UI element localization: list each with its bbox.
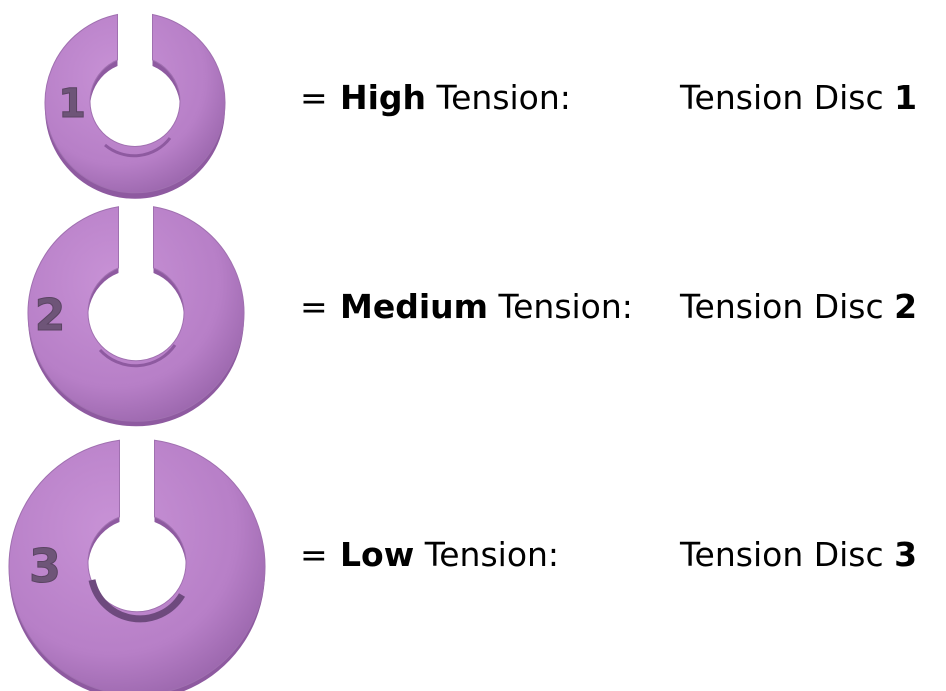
- tension-disc-1: 1: [44, 13, 226, 199]
- tension-level-description: Low Tension:: [340, 530, 559, 580]
- tension-discs-illustration: 1 2 3: [8, 13, 266, 691]
- disc-label-number: 2: [894, 287, 918, 326]
- disc-label-text: Tension Disc: [680, 78, 884, 117]
- tension-level: Low: [340, 535, 415, 574]
- disc-label-number: 3: [894, 535, 918, 574]
- tension-word: Tension:: [424, 535, 560, 574]
- disc-3-number: 3: [29, 539, 61, 593]
- tension-disc-2: 2: [27, 206, 245, 427]
- disc-label: Tension Disc 3: [680, 530, 917, 580]
- disc-1-number: 1: [58, 81, 86, 127]
- tension-level-description: Medium Tension:: [340, 282, 633, 332]
- tension-word: Tension:: [436, 78, 571, 117]
- equals-sign: =: [300, 287, 328, 326]
- disc-label: Tension Disc 1: [680, 73, 917, 123]
- tension-level-description: High Tension:: [340, 73, 571, 123]
- disc-label-text: Tension Disc: [680, 287, 884, 326]
- disc-2-number: 2: [35, 290, 66, 341]
- disc-label-text: Tension Disc: [680, 535, 884, 574]
- equals-sign: =: [300, 78, 328, 117]
- equals-sign: =: [300, 535, 328, 574]
- tension-level: High: [340, 78, 427, 117]
- tension-level: Medium: [340, 287, 489, 326]
- tension-disc-3: 3: [8, 439, 266, 691]
- disc-label-number: 1: [894, 78, 918, 117]
- tension-word: Tension:: [498, 287, 633, 326]
- disc-label: Tension Disc 2: [680, 282, 917, 332]
